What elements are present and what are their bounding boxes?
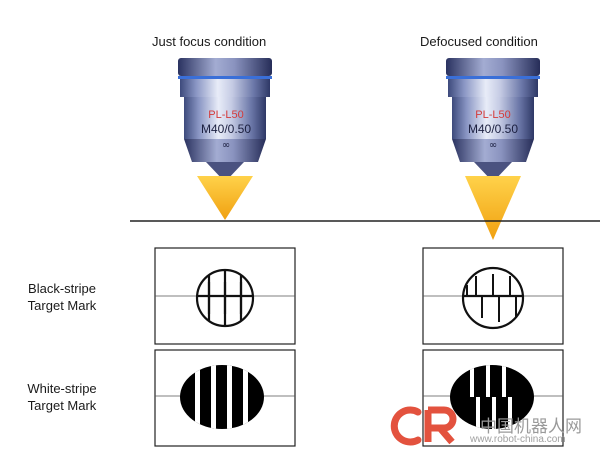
row-label-white-stripe: White-stripe Target Mark bbox=[2, 380, 122, 414]
objective-lens-left bbox=[178, 58, 272, 182]
objective-lens-right bbox=[446, 58, 540, 182]
objective-brand-left: PL-L50 bbox=[208, 109, 243, 121]
infinity-symbol-left: ∞ bbox=[222, 140, 230, 151]
caption-just-focus: Just focus condition bbox=[152, 34, 267, 49]
row-label-black-line2: Target Mark bbox=[27, 298, 97, 313]
watermark-url: www.robot-china.com bbox=[470, 434, 566, 445]
objective-spec-left: M40/0.50 bbox=[201, 122, 251, 136]
frame-white-stripe-focused bbox=[154, 349, 296, 447]
watermark-site-name: 中国机器人网 bbox=[480, 417, 582, 436]
frame-black-stripe-defocused bbox=[422, 247, 564, 345]
infinity-symbol-right: ∞ bbox=[489, 140, 497, 151]
light-cone-right bbox=[465, 176, 521, 240]
objective-brand-right: PL-L50 bbox=[475, 109, 510, 121]
frame-black-stripe-focused bbox=[154, 247, 296, 345]
light-cone-left bbox=[197, 176, 253, 220]
row-label-white-line1: White-stripe bbox=[27, 381, 97, 396]
row-label-black-line1: Black-stripe bbox=[28, 281, 96, 296]
row-label-black-stripe: Black-stripe Target Mark bbox=[2, 280, 122, 314]
objective-spec-right: M40/0.50 bbox=[468, 122, 518, 136]
row-label-white-line2: Target Mark bbox=[27, 398, 97, 413]
caption-defocused: Defocused condition bbox=[420, 34, 538, 49]
watermark-logo bbox=[390, 406, 457, 446]
